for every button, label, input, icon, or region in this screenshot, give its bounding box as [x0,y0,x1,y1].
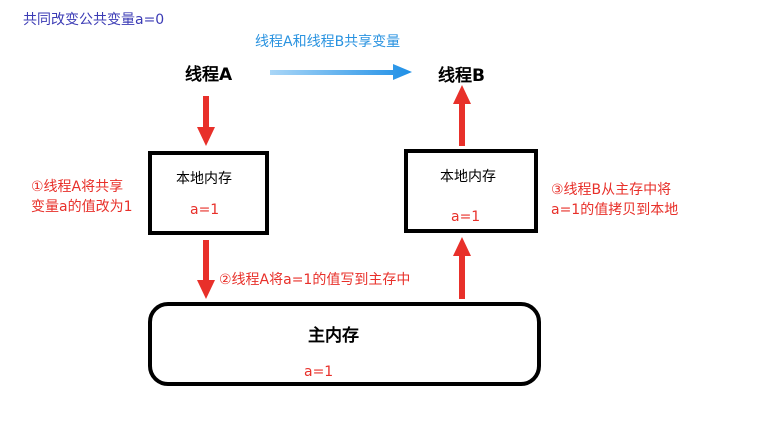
thread-b-label: 线程B [438,66,485,86]
step2-annotation: ②线程A将a=1的值写到主存中 [219,272,411,288]
local-memory-b: 本地内存 a=1 [404,149,538,233]
share-label: 线程A和线程B共享变量 [255,34,401,50]
local-memory-b-title: 本地内存 [440,169,496,185]
step3-annotation: ③线程B从主存中将 a=1的值拷贝到本地 [551,180,678,220]
local-memory-a: 本地内存 a=1 [148,151,269,235]
main-memory-title: 主内存 [308,326,359,346]
step3-line2: a=1的值拷贝到本地 [551,202,679,218]
step3-line1: ③线程B从主存中将 [551,182,672,198]
arrow-thread-a-to-local-a [197,96,215,146]
local-memory-b-value: a=1 [451,209,481,225]
arrow-local-b-to-thread-b [453,85,471,146]
local-memory-a-title: 本地内存 [176,171,232,187]
top-note: 共同改变公共变量a=0 [23,12,165,28]
share-arrow [270,64,412,80]
step1-annotation: ①线程A将共享 变量a的值改为1 [31,177,133,217]
main-memory-value: a=1 [304,364,334,380]
main-memory: 主内存 a=1 [148,302,541,386]
step1-line2: 变量a的值改为1 [31,199,133,215]
local-memory-a-value: a=1 [190,202,220,218]
thread-a-label: 线程A [185,65,233,85]
arrow-local-a-to-main [197,240,215,299]
arrow-main-to-local-b [453,237,471,299]
step1-line1: ①线程A将共享 [31,179,124,195]
